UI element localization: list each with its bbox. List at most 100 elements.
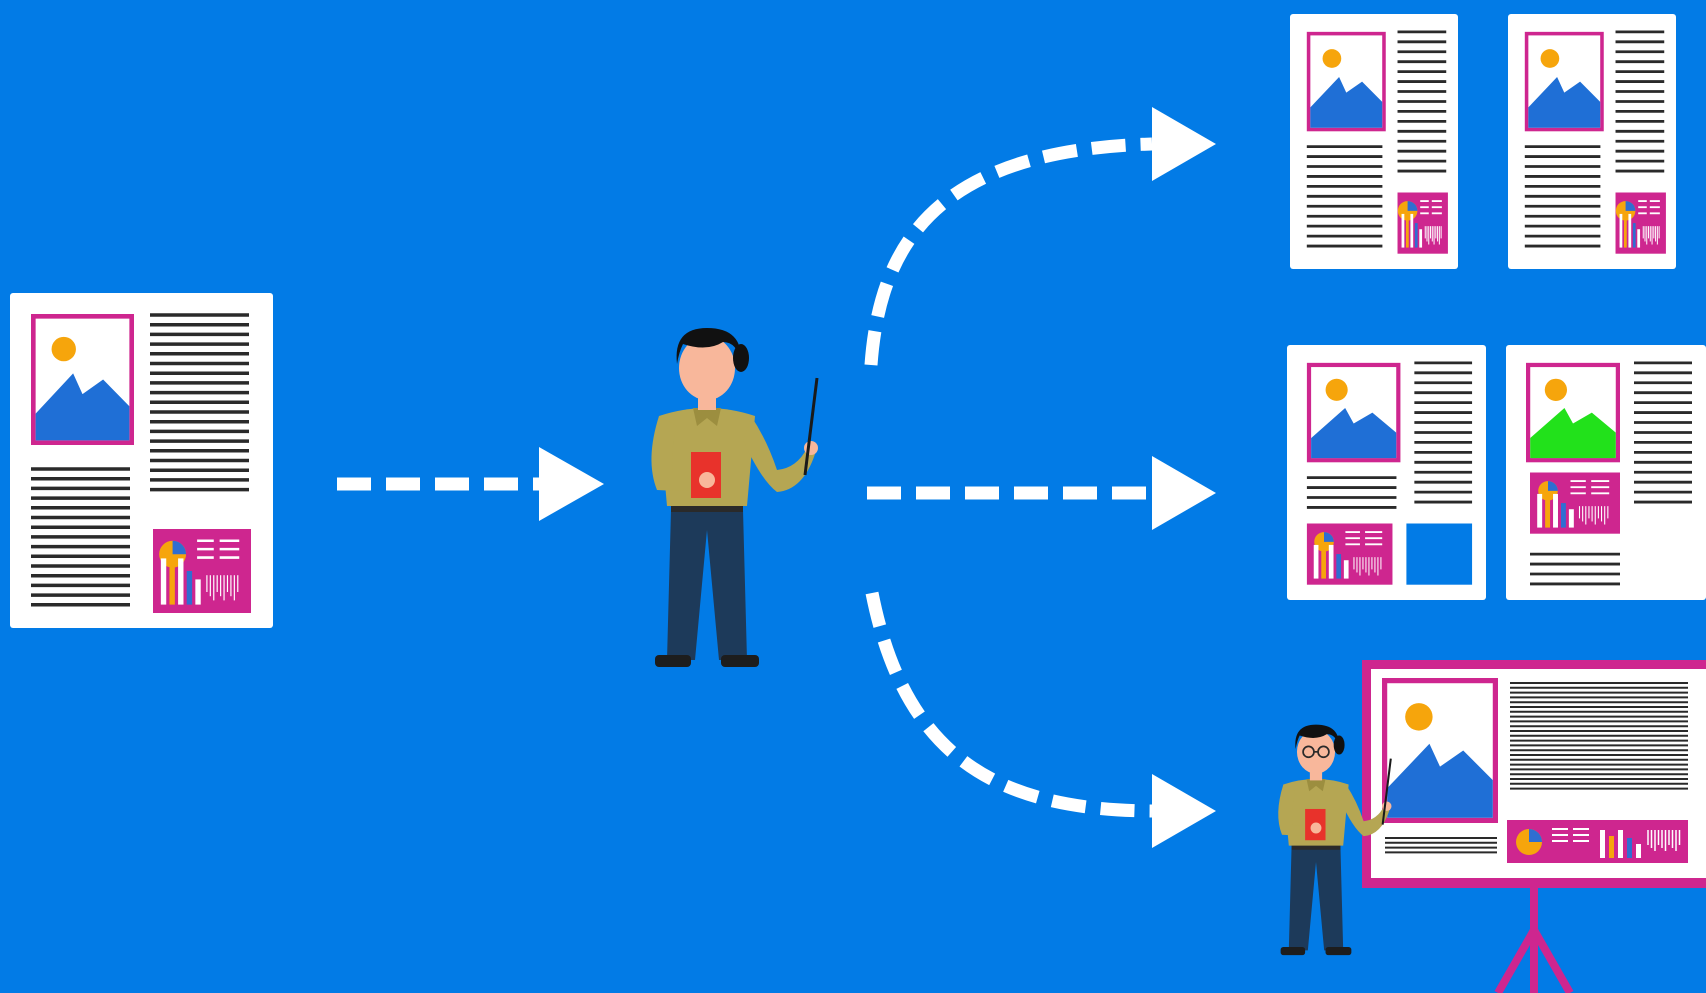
text-lines xyxy=(1414,361,1473,504)
image-placeholder-icon xyxy=(1306,362,1401,463)
sun-icon xyxy=(1544,378,1568,401)
person xyxy=(651,328,819,667)
trousers xyxy=(667,510,747,660)
bar xyxy=(1628,213,1632,248)
blue-block xyxy=(1406,523,1473,585)
arrow-head xyxy=(1152,107,1216,181)
mountain-icon xyxy=(35,373,130,441)
mountain-icon xyxy=(1311,408,1397,459)
text-lines xyxy=(1385,837,1497,854)
text-lines xyxy=(150,313,249,492)
two-page-variant-icon xyxy=(1287,345,1706,600)
arrow-head xyxy=(539,447,604,521)
mountain-icon xyxy=(1310,76,1383,128)
arrow-presenter-to-middle-output xyxy=(867,456,1216,530)
bar xyxy=(1545,500,1551,528)
chart-card-icon xyxy=(1530,472,1620,534)
collar xyxy=(1306,779,1326,792)
bar xyxy=(195,579,201,605)
glasses-left xyxy=(1302,745,1315,759)
pie-slice xyxy=(1324,532,1334,542)
image-placeholder-icon xyxy=(31,314,134,445)
bar xyxy=(1623,220,1627,248)
image-placeholder-icon xyxy=(1526,362,1620,463)
arrow-head xyxy=(1152,456,1216,530)
collar xyxy=(693,408,721,426)
hand xyxy=(1381,801,1392,811)
bar xyxy=(1637,229,1641,248)
bar xyxy=(160,558,167,605)
left-arm xyxy=(1278,784,1321,836)
bar xyxy=(1321,551,1326,579)
hand xyxy=(699,472,715,488)
bar xyxy=(1636,844,1641,858)
bar xyxy=(1414,223,1418,248)
image-placeholder-icon xyxy=(1382,678,1498,823)
neck xyxy=(1309,769,1323,781)
glasses-right xyxy=(1317,745,1330,759)
bar xyxy=(1537,493,1543,528)
belt xyxy=(1291,843,1341,850)
bar xyxy=(1568,509,1574,528)
pointer-stick xyxy=(803,377,819,476)
text-lines xyxy=(1615,30,1665,173)
bar xyxy=(178,558,184,605)
right-shoe xyxy=(1325,947,1352,956)
pie-slice xyxy=(1625,201,1636,211)
chart-card-icon xyxy=(153,529,251,613)
bar xyxy=(1313,544,1319,579)
pie-slice xyxy=(1407,201,1418,211)
page xyxy=(1287,345,1486,600)
hair xyxy=(1295,724,1340,750)
person xyxy=(1278,724,1392,956)
sun-icon xyxy=(1325,378,1348,401)
arrow-presenter-to-top-output xyxy=(864,107,1216,366)
bar xyxy=(1619,213,1623,248)
presenter-icon xyxy=(651,328,819,667)
chart-card-icon xyxy=(1306,523,1393,585)
bar xyxy=(1560,503,1566,528)
text-lines xyxy=(1306,476,1397,509)
bar xyxy=(1600,830,1605,858)
face xyxy=(679,336,735,400)
pie-slice xyxy=(172,540,187,555)
mountain-icon xyxy=(1528,76,1601,128)
left-arm xyxy=(651,416,713,491)
page xyxy=(1290,14,1458,269)
hair xyxy=(676,328,742,364)
pie-slice xyxy=(1548,481,1558,491)
source-document xyxy=(10,293,273,628)
dashed-line xyxy=(864,137,1153,366)
dashed-line xyxy=(865,591,1153,818)
belt xyxy=(671,503,743,512)
text-lines xyxy=(31,467,130,607)
left-shoe xyxy=(1280,947,1306,956)
easel-leg xyxy=(1494,928,1538,993)
chart-card-icon xyxy=(1397,192,1448,254)
text-lines xyxy=(1634,361,1692,504)
arrow-head xyxy=(1152,774,1216,848)
easel-leg xyxy=(1530,928,1574,993)
bar xyxy=(1410,213,1414,248)
text-lines xyxy=(1510,682,1688,790)
image-placeholder-icon xyxy=(1524,31,1604,132)
bar xyxy=(1618,830,1623,858)
hair-tuft xyxy=(1333,735,1345,755)
bar xyxy=(1553,493,1558,528)
hand xyxy=(1310,822,1322,834)
two-page-document-icon xyxy=(1290,14,1676,269)
right-shoe xyxy=(721,655,759,667)
flow-arrows xyxy=(337,107,1216,848)
sun-icon xyxy=(1540,49,1560,68)
right-arm xyxy=(1340,784,1390,837)
arrow-source-to-presenter xyxy=(337,447,604,521)
trousers xyxy=(1288,848,1344,951)
left-shoe xyxy=(655,655,691,667)
bar xyxy=(1343,560,1349,579)
hair-tuft xyxy=(733,344,749,372)
text-lines xyxy=(1306,145,1383,248)
right-arm xyxy=(743,416,815,492)
bar xyxy=(1419,229,1423,248)
